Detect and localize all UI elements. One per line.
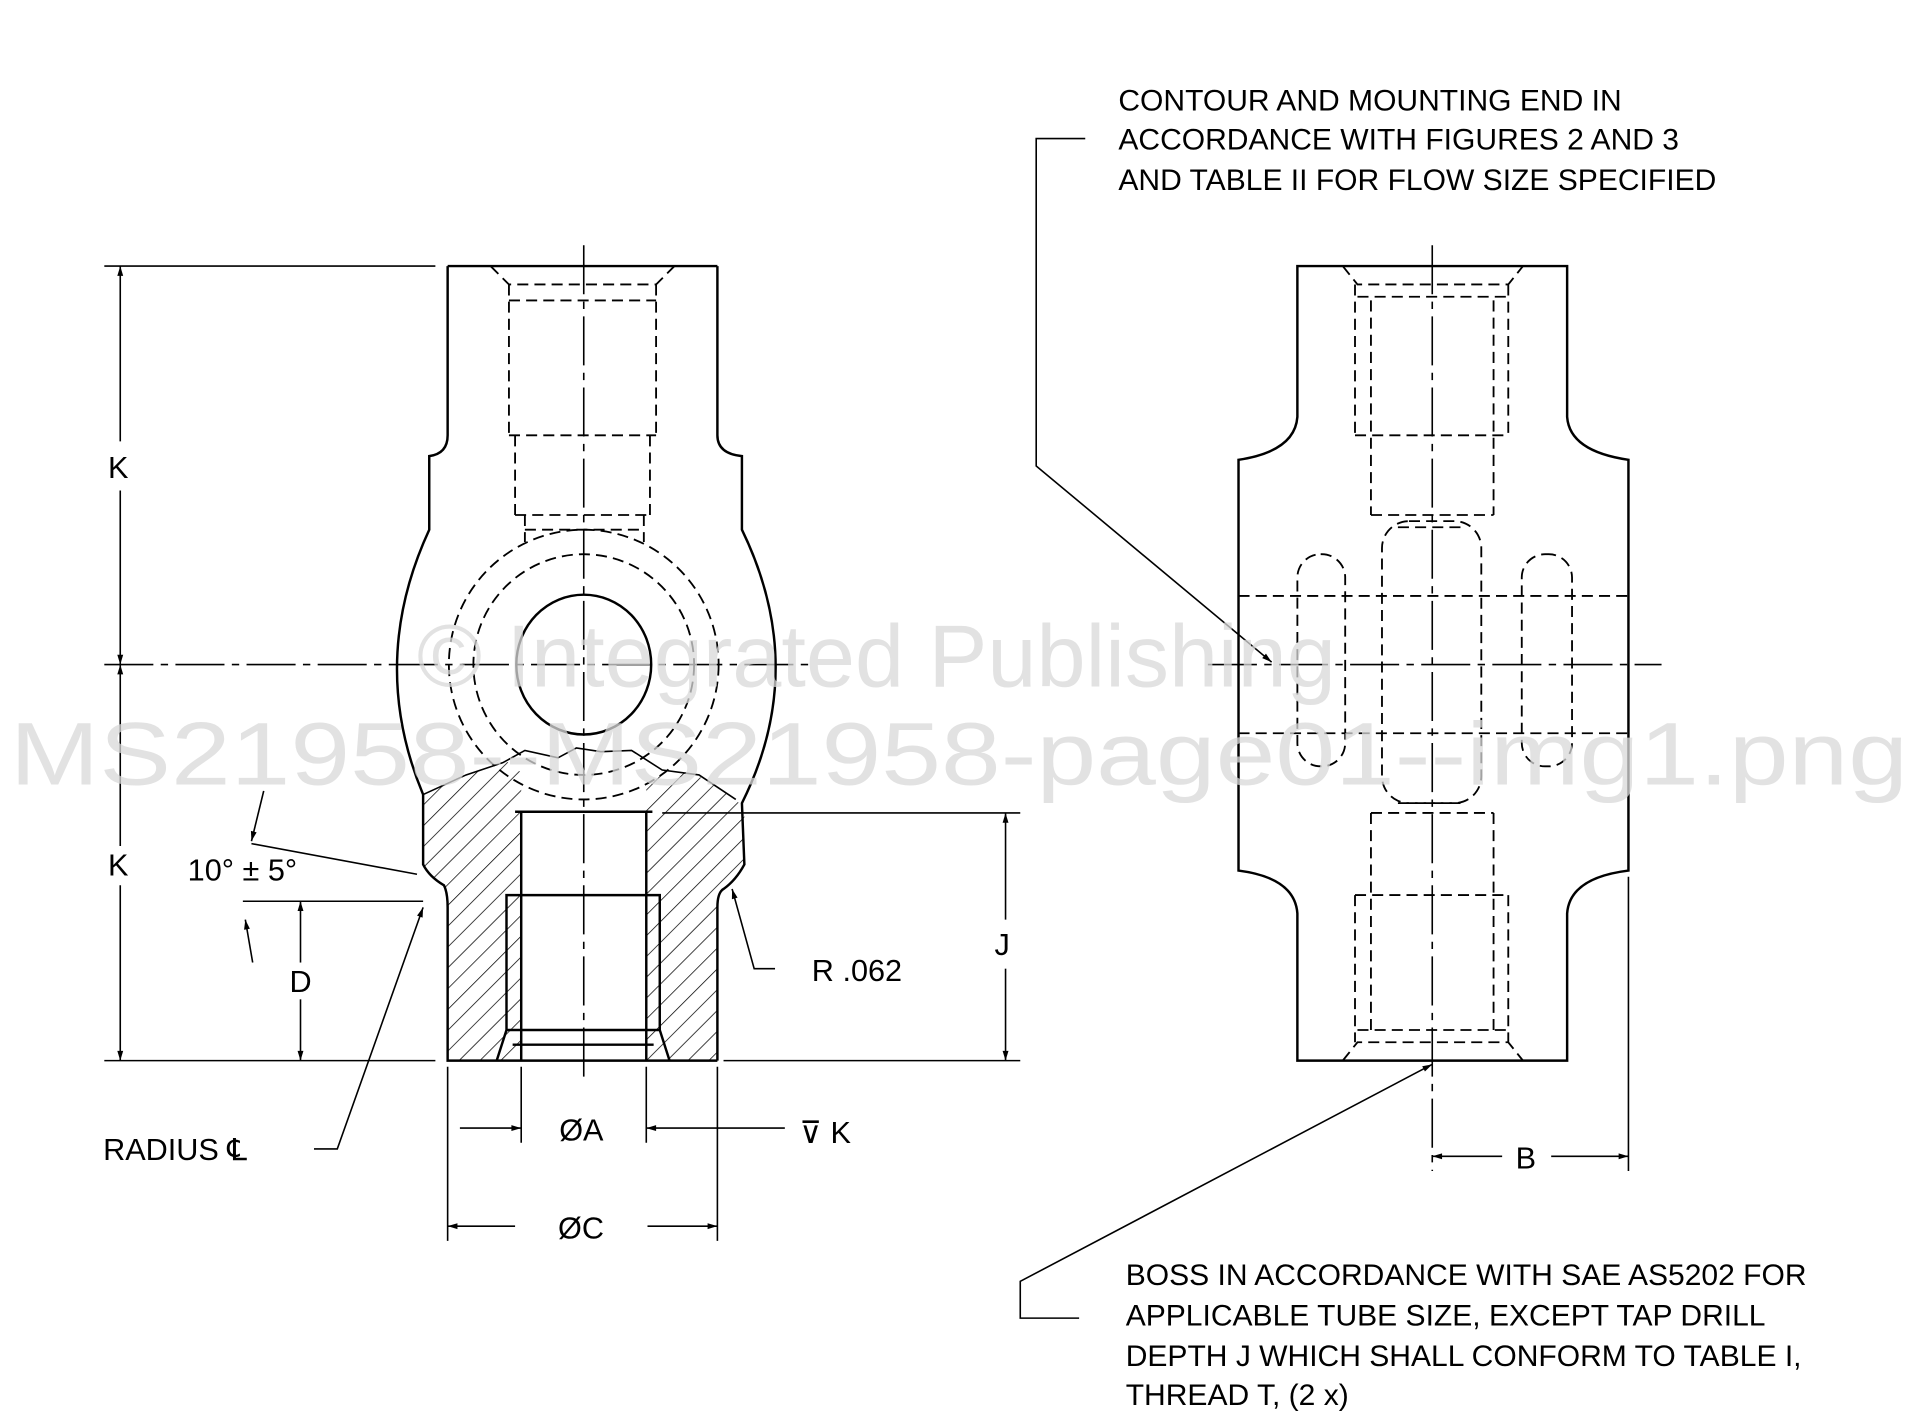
dim-k-upper: K [108,451,129,485]
break-line [422,747,737,801]
bottom-note-line: DEPTH J WHICH SHALL CONFORM TO TABLE I, [1126,1340,1802,1373]
left-slot [1296,553,1347,768]
angle-label: 10° ± 5° [188,853,297,887]
dim-j: J [995,928,1010,962]
bottom-note-line: BOSS IN ACCORDANCE WITH SAE AS5202 FOR [1126,1259,1807,1292]
cross-bore-lines [1238,526,1629,805]
dim-a: ØA [559,1113,604,1147]
bottom-note-leader [1019,1063,1433,1319]
watermark-line1: © Integrated Publishing [417,607,1336,706]
dim-d: D [289,965,311,999]
right-body-outline [1237,264,1630,1062]
upper-bore [489,265,676,542]
dim-c: ØC [558,1211,604,1245]
left-hatch-section [423,760,522,1061]
right-slot [1520,553,1573,768]
right-hatch-section [646,770,745,1061]
dim-b: B [1516,1142,1536,1176]
top-note-line: AND TABLE II FOR FLOW SIZE SPECIFIED [1118,164,1716,197]
top-note-line: CONTOUR AND MOUNTING END IN [1118,84,1621,117]
left-body-outline [395,264,777,1062]
right-view: CONTOUR AND MOUNTING END IN ACCORDANCE W… [1019,84,1807,1412]
depth-k: ⊽ K [800,1116,852,1150]
dim-k-lower: K [108,848,129,882]
radius-label: R .062 [812,954,902,988]
watermark-line2: MS21958--MS21958-page01--img1.png [10,704,1908,804]
lower-bore [495,810,671,1062]
radius-centerline-note: RADIUS ℄ [103,1133,247,1167]
left-view: K K 10° ± 5° D RADIUS ℄ J R .062 ØA ⊽ K [103,245,1021,1245]
top-note-leader [1035,137,1273,663]
bottom-note-line: APPLICABLE TUBE SIZE, EXCEPT TAP DRILL [1126,1299,1766,1332]
top-note-line: ACCORDANCE WITH FIGURES 2 AND 3 [1118,124,1679,157]
bottom-note-line: THREAD T, (2 x) [1126,1379,1349,1412]
